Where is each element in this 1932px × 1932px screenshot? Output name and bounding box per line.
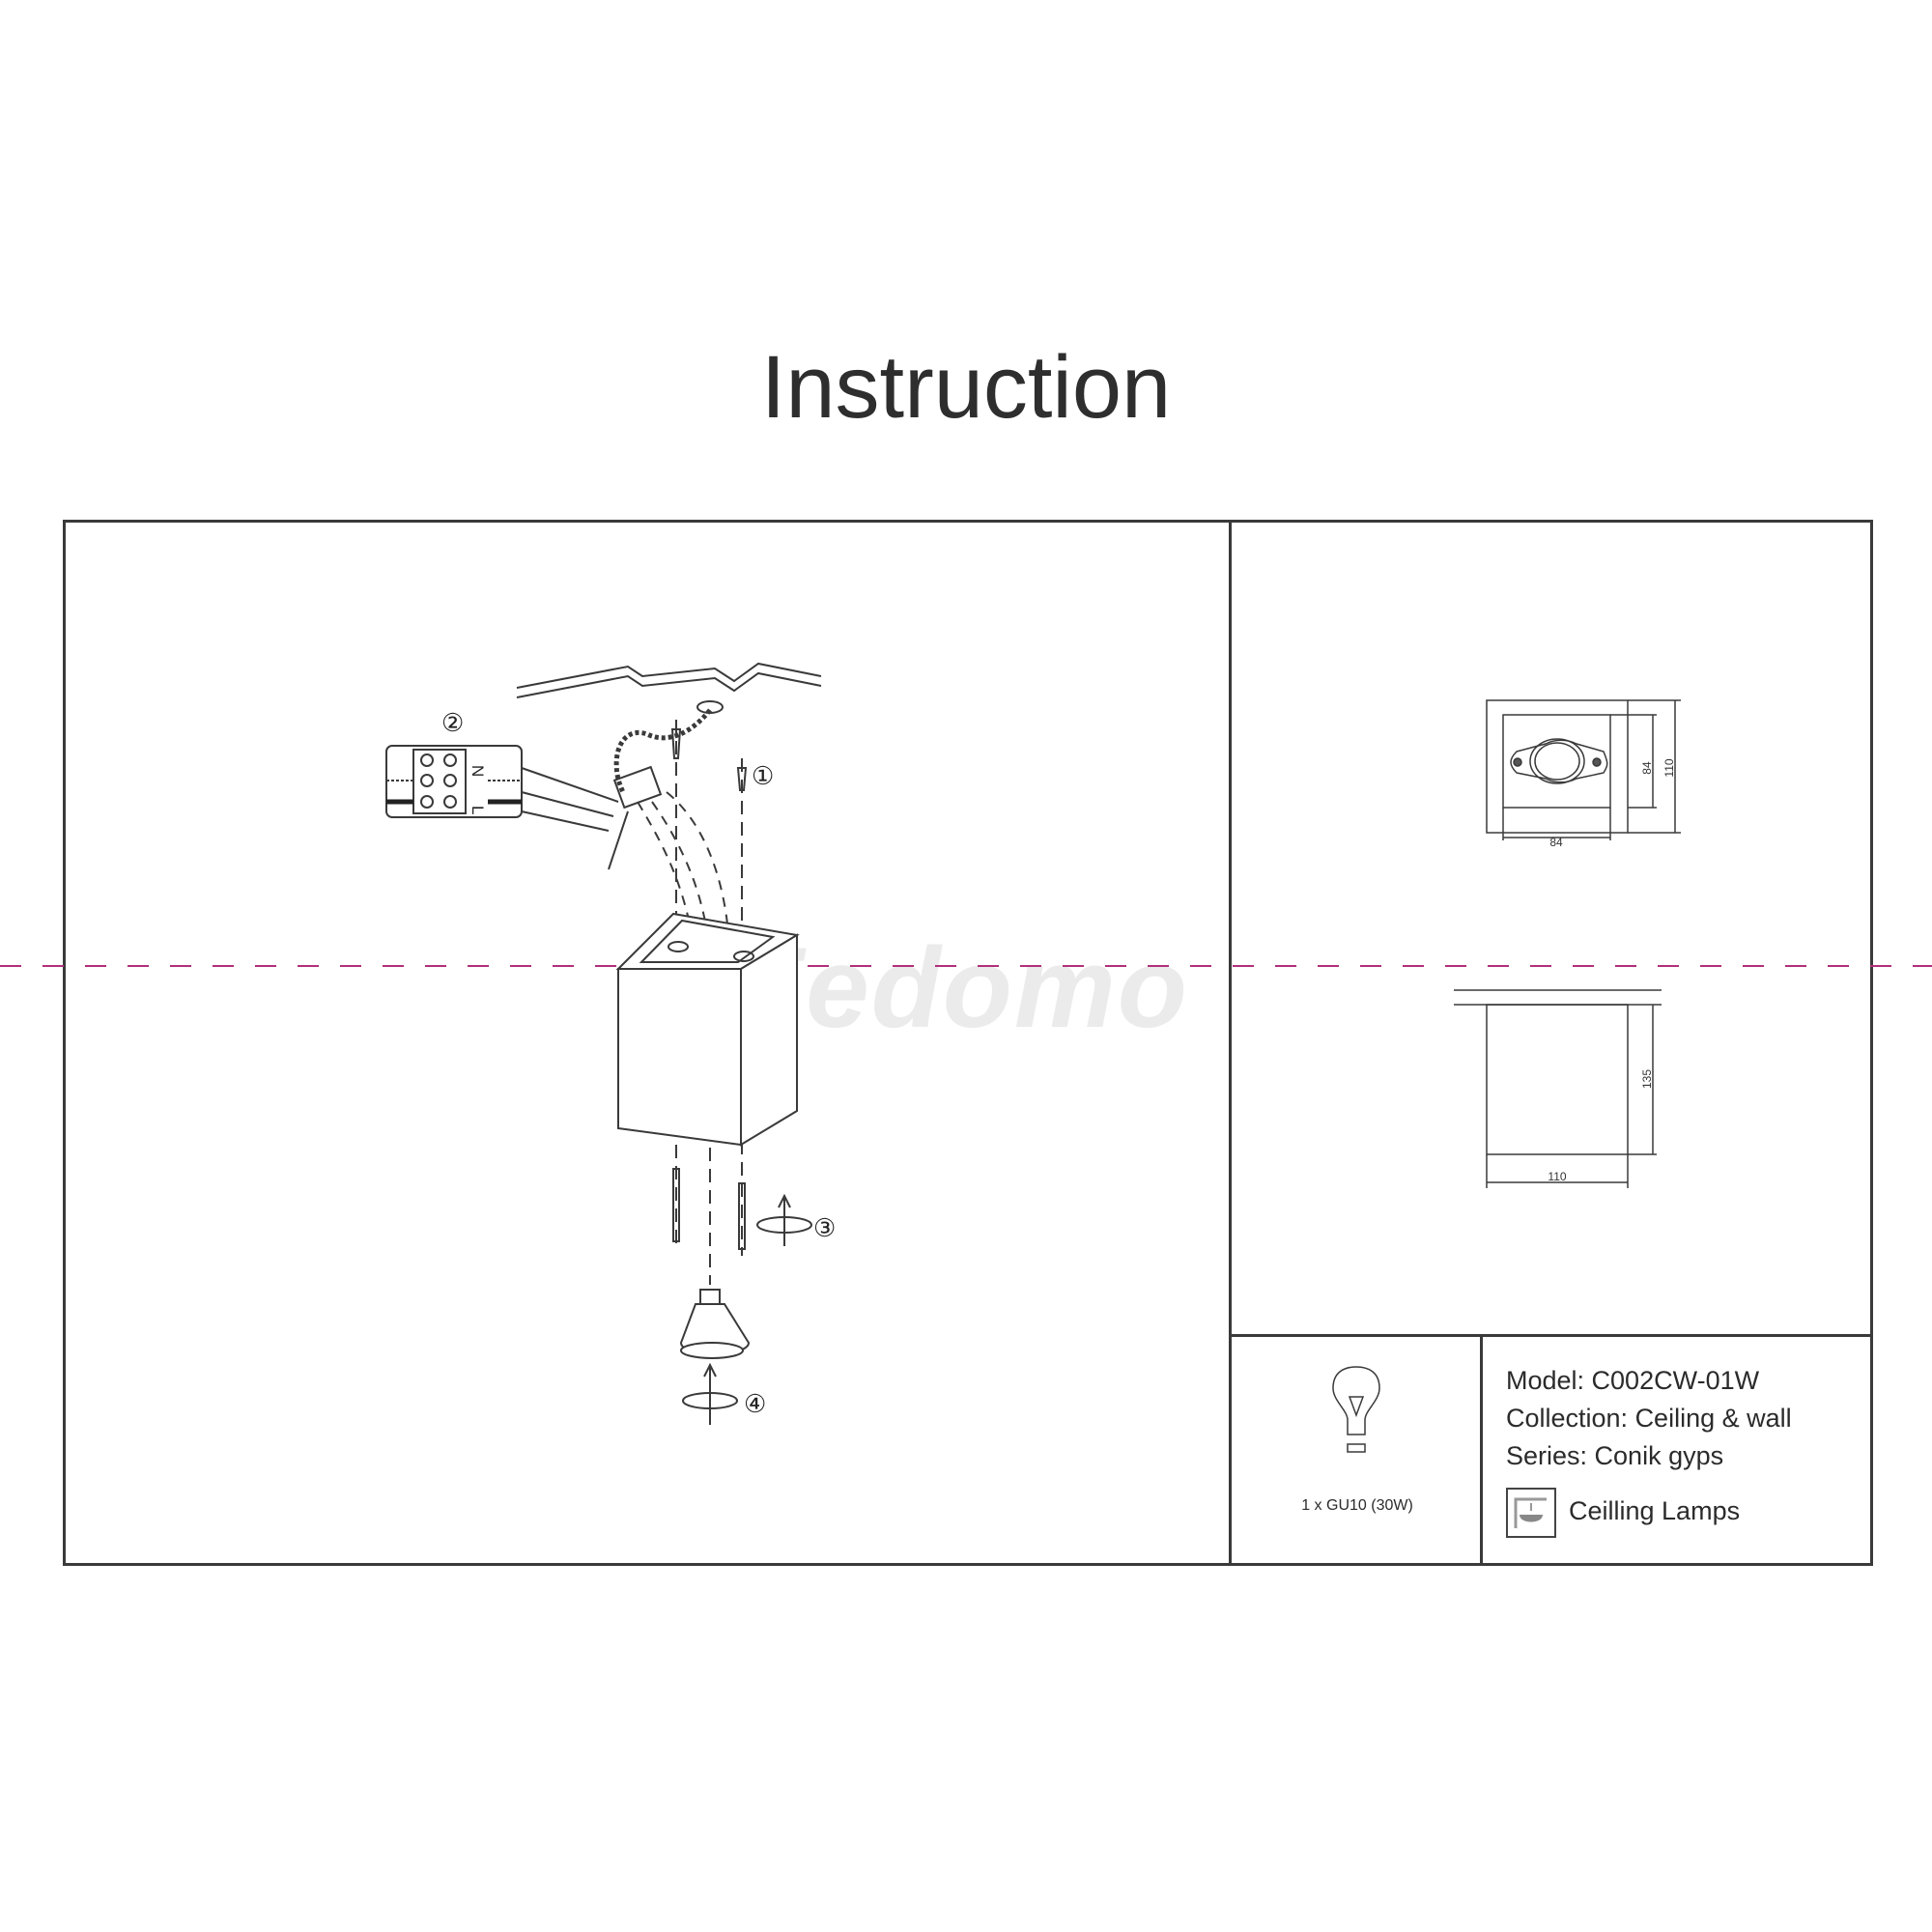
divider — [1480, 1334, 1483, 1563]
instruction-frame — [63, 520, 1873, 1566]
junction-box — [613, 700, 724, 794]
series-text: Series: Conik gyps — [1506, 1441, 1724, 1470]
dim-height-135: 135 — [1640, 1069, 1654, 1089]
divider — [1229, 520, 1232, 1563]
dim-height-84: 84 — [1640, 761, 1654, 775]
terminal-label-n: N — [469, 765, 487, 777]
lamp-body — [615, 912, 800, 1147]
step-3-label: ③ — [813, 1213, 836, 1242]
ceiling-drawing — [516, 662, 822, 698]
dim-width-84: 84 — [1549, 836, 1563, 849]
page-title: Instruction — [760, 338, 1172, 437]
divider — [1229, 1334, 1870, 1337]
model-text: Model: C002CW-01W — [1506, 1366, 1760, 1395]
dim-height-110: 110 — [1662, 758, 1676, 777]
collection-text: Collection: Ceiling & wall — [1506, 1404, 1792, 1433]
rotate-arrow-step-4 — [682, 1362, 738, 1425]
top-view-drawing — [1486, 699, 1681, 840]
ceiling-lamp-icon — [1506, 1488, 1556, 1538]
step-4-label: ④ — [744, 1389, 766, 1418]
connector-wires — [608, 765, 730, 957]
bulb-spec-label: 1 x GU10 (30W) — [1301, 1497, 1413, 1514]
rotate-arrow-step-3 — [756, 1193, 812, 1246]
dim-width-110: 110 — [1548, 1170, 1566, 1183]
light-bulb-icon — [1332, 1366, 1380, 1453]
side-view-drawing — [1454, 989, 1662, 1188]
step-2-label: ② — [441, 708, 464, 737]
category-text: Ceilling Lamps — [1569, 1496, 1741, 1525]
step-1-label: ① — [752, 761, 774, 790]
terminal-label-l: L — [469, 806, 487, 814]
gu10-bulb-drawing — [679, 1289, 751, 1359]
terminal-block-detail — [385, 745, 619, 832]
watermark: Fedomo — [734, 924, 1189, 1052]
